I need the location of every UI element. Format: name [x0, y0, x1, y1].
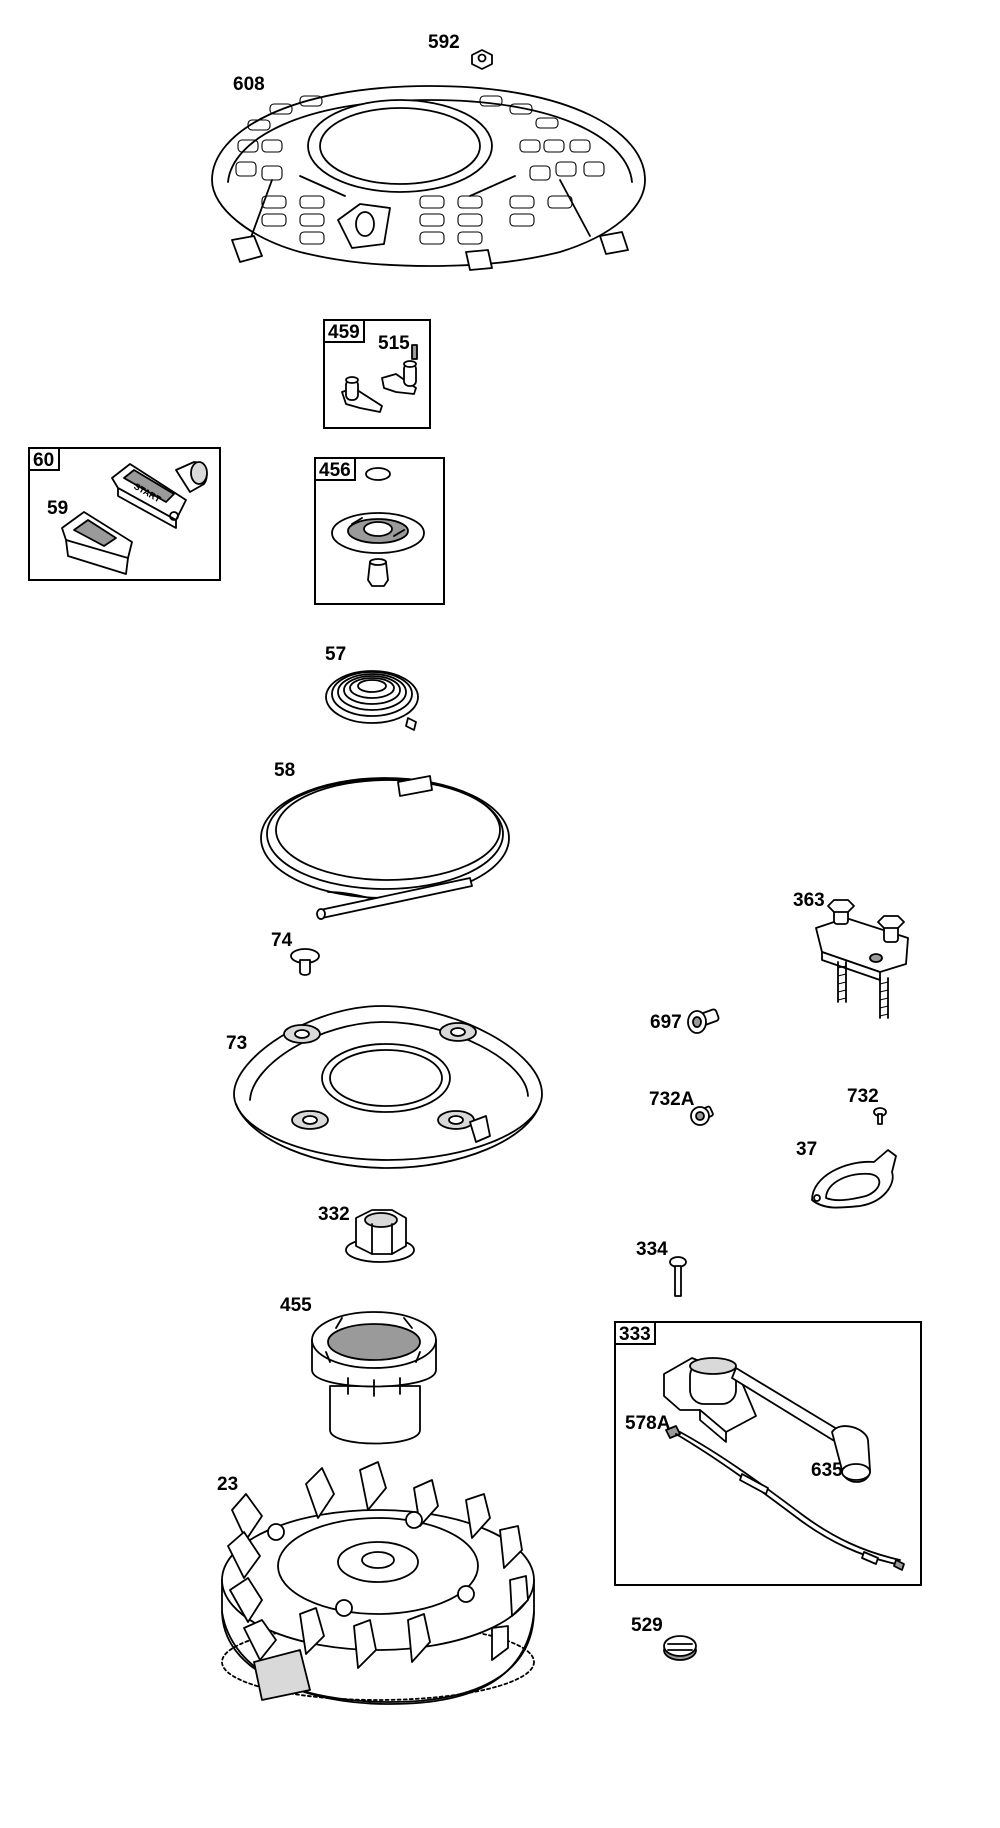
label-635: 635	[811, 1460, 843, 1481]
label-608: 608	[233, 74, 265, 95]
label-74: 74	[271, 930, 293, 951]
label-58: 58	[274, 760, 295, 781]
label-23: 23	[217, 1474, 238, 1495]
part-58-rope-drawing	[260, 775, 510, 920]
part-732A-screw-drawing	[690, 1105, 714, 1126]
label-697: 697	[650, 1012, 682, 1033]
part-592-nut-drawing	[471, 49, 493, 70]
label-455: 455	[280, 1295, 312, 1316]
part-515-pawls-drawing	[341, 344, 418, 413]
part-23-flywheel-drawing	[221, 1461, 535, 1705]
part-333-armature-drawing	[663, 1357, 905, 1571]
part-456-pulley-drawing	[331, 467, 425, 587]
part-57-spring-drawing	[325, 670, 419, 731]
kit-label-60: 60	[33, 450, 54, 471]
part-363-bracket-drawing	[815, 899, 909, 1019]
label-732A: 732A	[649, 1089, 695, 1110]
part-529-clip-drawing	[663, 1635, 697, 1661]
label-332: 332	[318, 1204, 350, 1225]
part-608-housing-drawing	[211, 85, 646, 271]
kit-456-box	[314, 457, 445, 605]
kit-60-box	[28, 447, 221, 581]
part-74-screw-drawing	[290, 948, 320, 976]
label-578A: 578A	[625, 1413, 671, 1434]
kit-459-box	[323, 319, 431, 429]
part-334-screw-drawing	[669, 1256, 687, 1297]
kit-label-333: 333	[619, 1324, 651, 1345]
label-37: 37	[796, 1139, 817, 1160]
label-529: 529	[631, 1615, 663, 1636]
part-60-handle-drawing: START	[61, 461, 208, 575]
part-73-cup-drawing	[233, 1005, 543, 1169]
kit-label-456: 456	[319, 460, 351, 481]
part-697-bolt-drawing	[687, 1008, 720, 1034]
label-732: 732	[847, 1086, 879, 1107]
label-592: 592	[428, 32, 460, 53]
label-73: 73	[226, 1033, 247, 1054]
kit-label-459: 459	[328, 322, 360, 343]
part-332-flywheel-nut-drawing	[345, 1209, 415, 1263]
label-363: 363	[793, 890, 825, 911]
label-334: 334	[636, 1239, 668, 1260]
part-37-gasket-drawing	[811, 1149, 897, 1209]
label-515: 515	[378, 333, 410, 354]
part-732-screw-drawing	[873, 1107, 887, 1125]
kit-333-box	[614, 1321, 922, 1586]
part-455-starter-cup-drawing	[311, 1311, 437, 1445]
label-57: 57	[325, 644, 346, 665]
label-59: 59	[47, 498, 68, 519]
